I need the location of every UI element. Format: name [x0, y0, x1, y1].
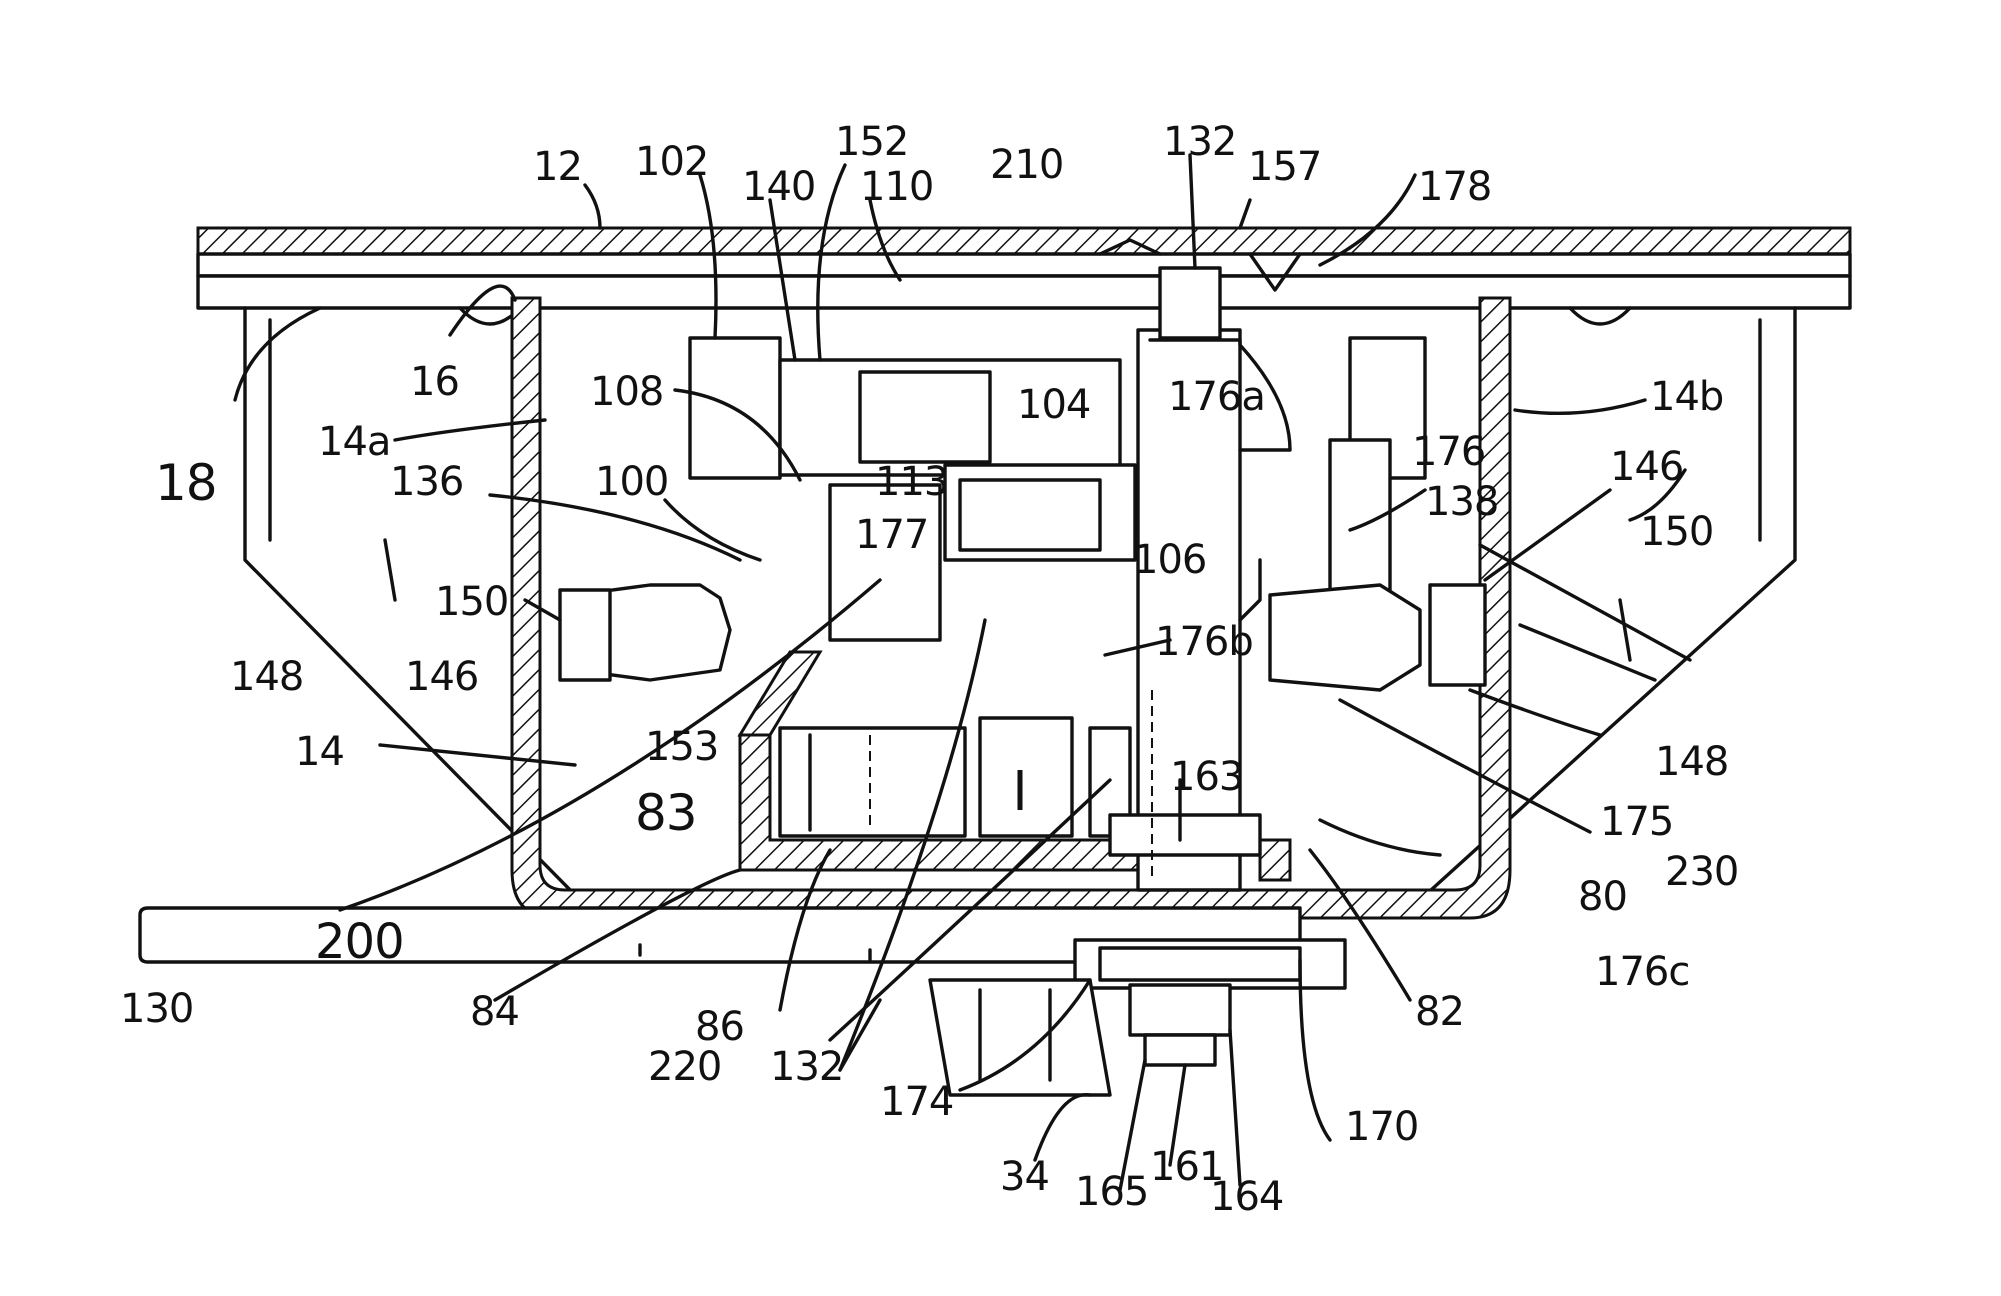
label-100: 100: [595, 459, 668, 505]
label-14a: 14a: [318, 419, 390, 465]
label-230: 230: [1665, 849, 1738, 895]
label-170: 170: [1345, 1104, 1418, 1150]
label-14b: 14b: [1650, 374, 1723, 420]
label-18: 18: [155, 454, 217, 512]
label-132-top: 132: [1163, 119, 1236, 165]
label-152: 152: [835, 119, 908, 165]
label-153: 153: [645, 724, 718, 770]
label-130: 130: [120, 986, 193, 1032]
label-150-left: 150: [435, 579, 508, 625]
label-110: 110: [860, 164, 933, 210]
label-104: 104: [1017, 382, 1090, 428]
label-132-bottom: 132: [770, 1044, 843, 1090]
label-83: 83: [635, 784, 697, 842]
label-113: 113: [875, 459, 948, 505]
label-148-right: 148: [1655, 739, 1728, 785]
label-220: 220: [648, 1044, 721, 1090]
label-176b: 176b: [1155, 619, 1253, 665]
label-146-left: 146: [405, 654, 478, 700]
label-165: 165: [1075, 1169, 1148, 1215]
label-178: 178: [1418, 164, 1491, 210]
motor-blocks: [780, 718, 1130, 836]
label-82: 82: [1415, 989, 1464, 1035]
label-14: 14: [295, 729, 344, 775]
label-102: 102: [635, 139, 708, 185]
label-34: 34: [1000, 1154, 1049, 1200]
label-16: 16: [410, 359, 459, 405]
side-pivots: [560, 585, 1485, 690]
label-138: 138: [1425, 479, 1498, 525]
label-157: 157: [1248, 144, 1321, 190]
label-176a: 176a: [1168, 374, 1265, 420]
label-177: 177: [855, 512, 928, 558]
label-210: 210: [990, 142, 1063, 188]
label-108: 108: [590, 369, 663, 415]
label-148-left: 148: [230, 654, 303, 700]
label-150-right: 150: [1640, 509, 1713, 555]
label-80: 80: [1578, 874, 1627, 920]
label-163: 163: [1170, 754, 1243, 800]
label-12: 12: [533, 144, 582, 190]
label-84: 84: [470, 989, 519, 1035]
label-140: 140: [742, 164, 815, 210]
label-146-right: 146: [1610, 444, 1683, 490]
label-176c: 176c: [1595, 949, 1689, 995]
label-176: 176: [1412, 429, 1485, 475]
label-200: 200: [315, 914, 404, 970]
label-164: 164: [1210, 1174, 1283, 1220]
label-136: 136: [390, 459, 463, 505]
label-175: 175: [1600, 799, 1673, 845]
top-plate: [198, 228, 1850, 308]
label-106: 106: [1133, 537, 1206, 583]
label-174: 174: [880, 1079, 953, 1125]
